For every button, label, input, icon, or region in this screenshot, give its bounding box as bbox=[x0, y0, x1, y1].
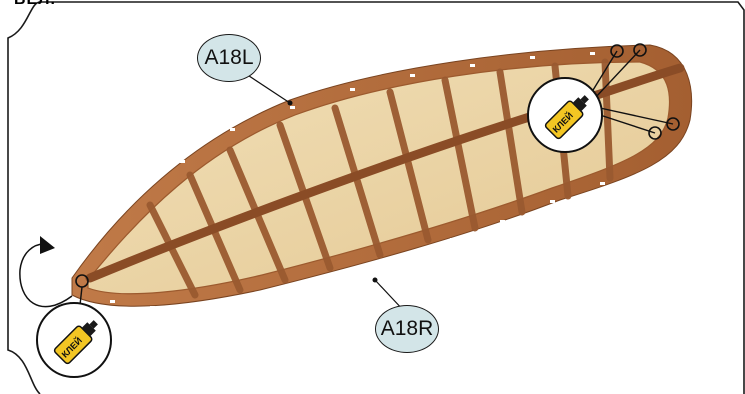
rotate-arrow bbox=[20, 244, 72, 307]
glue-badge: КЛЕЙ bbox=[36, 302, 112, 378]
part-callout-a18r: A18R bbox=[375, 305, 439, 353]
glue-tube-icon: КЛЕЙ bbox=[38, 304, 114, 380]
part-callout-a18l: A18L bbox=[197, 34, 261, 82]
glue-tube-icon: КЛЕЙ bbox=[529, 79, 605, 155]
glue-badge: КЛЕЙ bbox=[527, 77, 603, 153]
